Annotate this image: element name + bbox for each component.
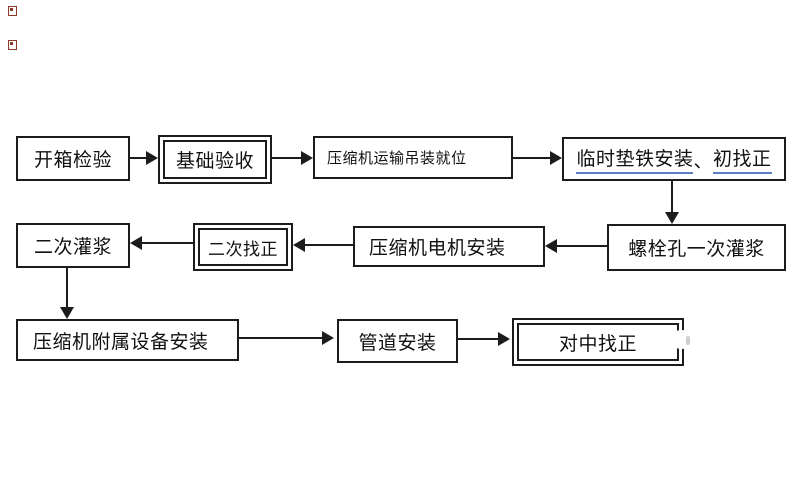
flow-box-label: 螺栓孔一次灌浆 xyxy=(628,239,765,260)
flow-box-label: 二次灌浆 xyxy=(33,237,112,258)
broken-image-icon xyxy=(8,6,17,16)
flow-box-secondary-alignment: 二次找正 xyxy=(193,223,293,271)
arrowhead-left-icon xyxy=(130,236,142,250)
flow-box-label: 、 xyxy=(693,150,713,172)
arrowhead-left-icon xyxy=(293,238,305,252)
flow-box-label: 压缩机附属设备安装 xyxy=(33,331,209,353)
arrowhead-right-icon xyxy=(322,331,334,345)
arrowhead-right-icon xyxy=(301,151,313,165)
flow-box-label-underlined: 临时垫铁安装 xyxy=(576,144,694,174)
flow-box-unpacking-inspection: 开箱检验 xyxy=(16,136,130,181)
arrowhead-right-icon xyxy=(146,151,158,165)
double-border-inner: 二次找正 xyxy=(198,228,288,266)
flow-box-compressor-motor-install: 压缩机电机安装 xyxy=(353,226,545,267)
flow-box-label-underlined: 初找正 xyxy=(713,144,772,174)
flow-box-auxiliary-equipment-install: 压缩机附属设备安装 xyxy=(16,319,239,361)
flow-box-transport-hoist-positioning: 压缩机运输吊装就位 xyxy=(313,136,513,179)
connector-line xyxy=(304,244,353,246)
connector-line xyxy=(141,242,193,244)
flow-box-secondary-grouting: 二次灌浆 xyxy=(16,223,130,268)
connector-line xyxy=(458,338,499,340)
flow-box-label: 压缩机运输吊装就位 xyxy=(327,150,467,167)
border-notch-artifact xyxy=(672,330,689,349)
double-border-inner: 基础验收 xyxy=(163,140,267,179)
flow-box-label: 管道安装 xyxy=(358,332,437,354)
connector-line xyxy=(66,268,68,308)
flow-box-label: 对中找正 xyxy=(558,333,637,355)
flow-box-piping-install: 管道安装 xyxy=(337,319,458,363)
arrowhead-right-icon xyxy=(550,151,562,165)
flow-box-label: 压缩机电机安装 xyxy=(369,238,506,259)
arrowhead-right-icon xyxy=(498,332,510,346)
border-notch-artifact xyxy=(686,336,690,345)
connector-line xyxy=(272,157,302,159)
flow-box-centering-alignment: 对中找正 xyxy=(512,318,684,366)
flow-box-label: 基础验收 xyxy=(175,151,254,172)
connector-line xyxy=(239,337,323,339)
flow-box-bolt-hole-first-grouting: 螺栓孔一次灌浆 xyxy=(607,224,786,271)
connector-line xyxy=(556,245,607,247)
arrowhead-down-icon xyxy=(60,307,74,319)
broken-image-icon xyxy=(8,40,17,50)
double-border-inner: 对中找正 xyxy=(517,323,679,361)
arrowhead-down-icon xyxy=(665,212,679,224)
flow-box-foundation-acceptance: 基础验收 xyxy=(158,135,272,184)
connector-line xyxy=(671,181,673,213)
flow-box-temporary-shim-install: 临时垫铁安装、初找正 xyxy=(562,137,786,181)
connector-line xyxy=(513,157,551,159)
flow-box-label: 二次找正 xyxy=(208,239,278,259)
flow-box-label: 开箱检验 xyxy=(33,150,112,171)
arrowhead-left-icon xyxy=(545,239,557,253)
connector-line xyxy=(130,157,148,159)
